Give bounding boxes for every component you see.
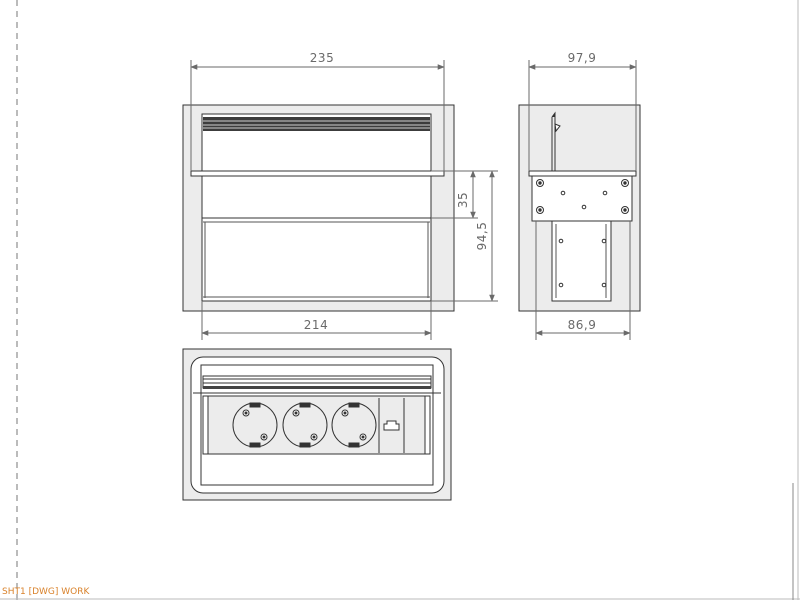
- dim-214-label: 214: [304, 318, 328, 332]
- side-flange: [528, 170, 637, 177]
- sockets: [232, 398, 405, 453]
- front-flange: [190, 170, 445, 177]
- dim-97-9-label: 97,9: [568, 51, 597, 65]
- dim-35-label: 35: [456, 192, 470, 208]
- front-view: [182, 104, 455, 312]
- rj45-port-icon: [378, 398, 405, 453]
- side-dimensions: [528, 60, 637, 340]
- sheet-label: SHT1 [DWG] WORK: [2, 587, 90, 597]
- dim-86-9-label: 86,9: [568, 318, 597, 332]
- side-plate-holes: [536, 179, 629, 288]
- socket-1: [232, 402, 278, 448]
- socket-3: [331, 402, 377, 448]
- socket-2: [282, 402, 328, 448]
- dim-235-label: 235: [310, 51, 334, 65]
- front-dimensions: [190, 60, 498, 340]
- front-top-stripe: [203, 117, 430, 131]
- side-plate: [531, 175, 633, 222]
- side-lower-block: [551, 220, 612, 302]
- dim-94-5-label: 94,5: [475, 222, 489, 251]
